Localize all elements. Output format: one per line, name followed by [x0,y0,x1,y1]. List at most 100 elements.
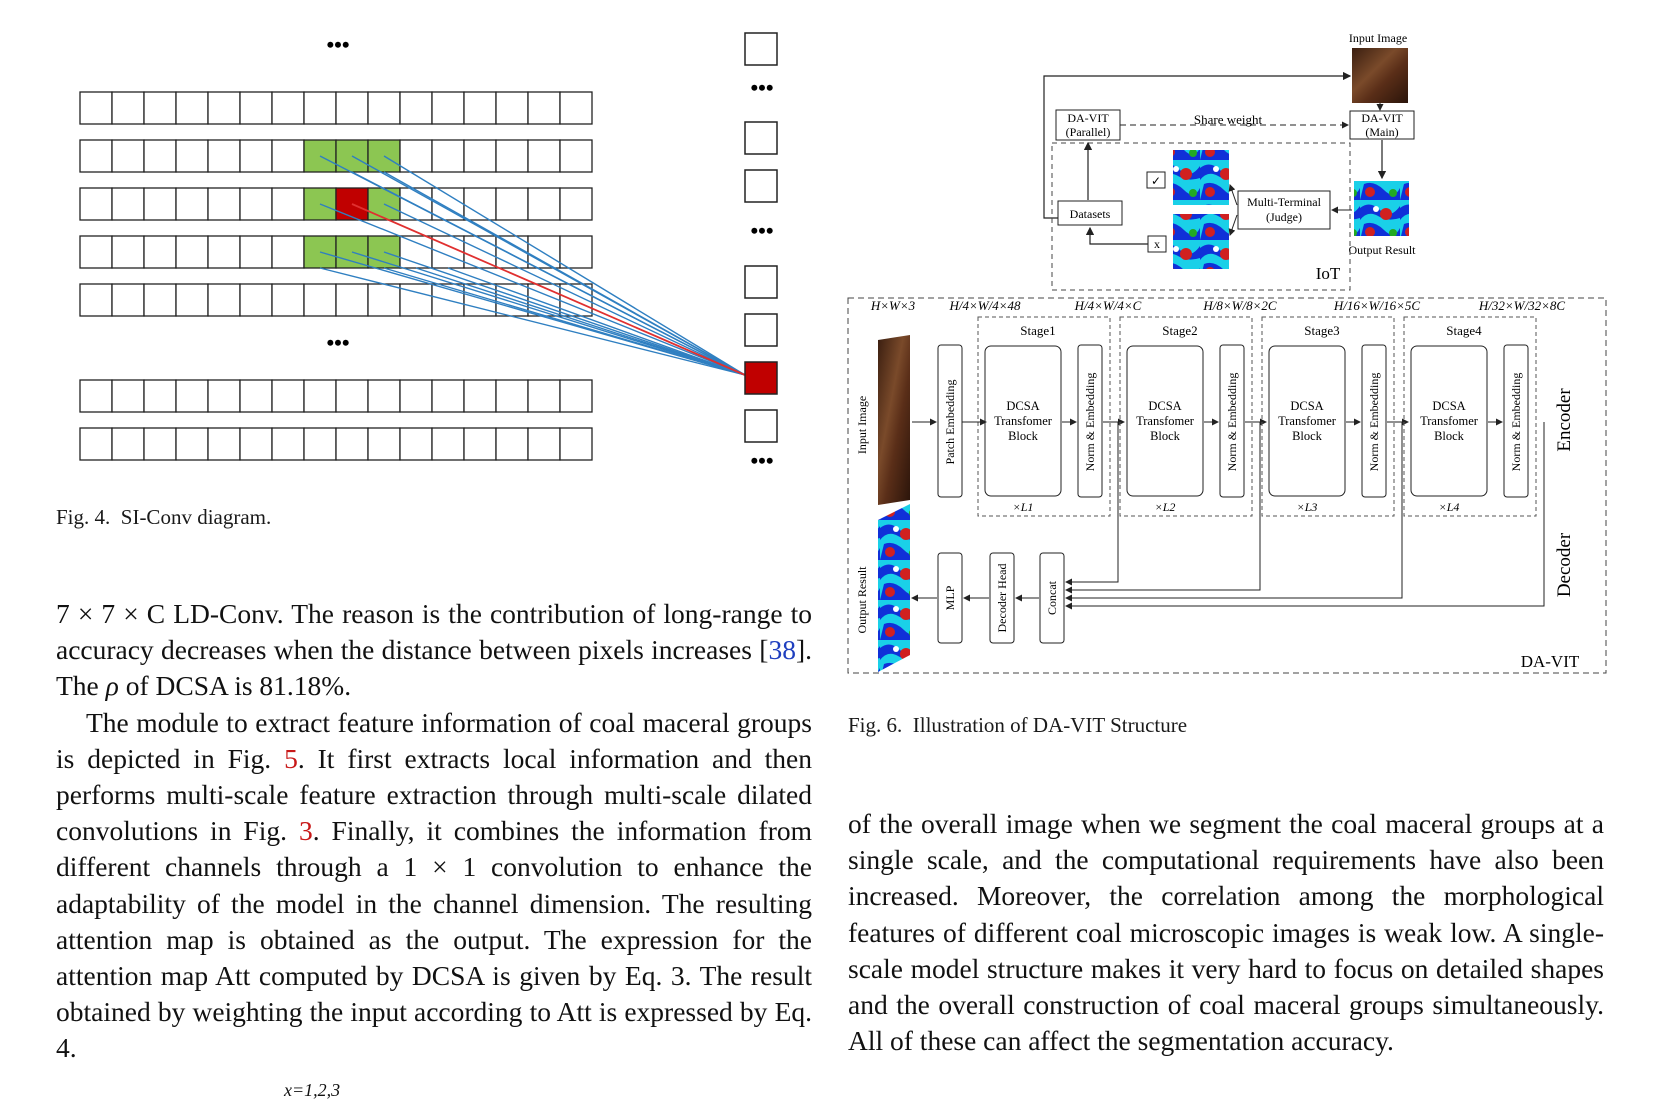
column-cell [744,409,778,443]
grid-cell [431,139,465,173]
dcsa-block-label: Transfomer [1278,414,1337,428]
ellipsis-dots: ••• [750,218,773,243]
judge-result-true-image [1173,150,1229,205]
grid-cell [207,427,241,461]
grid-cell [79,139,113,173]
equation-cutoff: x=1,2,3 [284,1080,341,1100]
concat-box [1039,552,1065,644]
check-box [1146,171,1166,189]
multi-terminal-box [1237,190,1331,230]
norm-embedding-box [1503,344,1529,498]
check-mark: ✓ [1151,174,1161,188]
connection-line [415,267,746,376]
grid-cell [495,91,529,125]
output-result-vertical-label: Output Result [855,566,869,634]
cross-mark: x [1154,237,1160,251]
grid-cell [495,139,529,173]
fig5-link[interactable]: 5 [284,742,298,774]
grid-cell [239,187,273,221]
fig6-caption-text: Illustration of DA-VIT Structure [912,713,1188,737]
paragraph-module: The module to extract feature informatio… [56,705,812,1067]
grid-cell [399,91,433,125]
da-vit-box [847,297,1607,674]
grid-cell [207,91,241,125]
center-connection-line [351,203,746,376]
stage-label: Stage4 [1446,323,1482,338]
repeat-label: ×L2 [1155,500,1176,514]
grid-cell [559,379,593,413]
grid-cell [559,235,593,269]
norm-embedding-label: Norm & Embedding [1225,373,1239,472]
decoder-head-label: Decoder Head [995,564,1009,633]
grid-cell [143,283,177,317]
grid-cell [79,379,113,413]
connection-line [383,155,746,376]
da-vit-label: DA-VIT [1521,652,1580,671]
dimension-label: H/8×W/8×2C [1202,298,1276,313]
grid-cell [111,283,145,317]
stage-box [1119,316,1253,517]
grid-cell [335,379,369,413]
repeat-label: ×L1 [1013,500,1034,514]
dimension-label: H×W×3 [870,298,916,313]
dimension-label: H/4×W/4×48 [949,298,1021,313]
stage-label: Stage2 [1162,323,1197,338]
dcsa-block-label: DCSA [1432,399,1465,413]
multi-terminal-line2: (Judge) [1266,210,1302,224]
dcsa-block-label: Block [1434,429,1465,443]
dcsa-block [1410,345,1488,497]
grid-cell [495,187,529,221]
norm-embedding-label: Norm & Embedding [1083,373,1097,472]
patch-embedding-box [937,344,963,498]
dcsa-block-label: Transfomer [1420,414,1479,428]
grid-cell [527,91,561,125]
grid-cell [175,91,209,125]
column-cell [744,32,778,66]
grid-cell [559,139,593,173]
fig3-link[interactable]: 3 [298,815,313,847]
grid-cell [463,91,497,125]
ellipsis-dots: ••• [326,32,349,57]
left-column-text: 7 × 7 × C LD-Conv. The reason is the con… [56,596,812,1067]
right-column-text: of the overall image when we segment the… [848,806,1604,1059]
stage-label: Stage3 [1304,323,1339,338]
input-image-vertical-label: Input Image [855,396,869,454]
iot-box [1051,142,1351,291]
grid-cell [175,235,209,269]
connection-line [383,203,746,376]
formula-7x7xc: 7 × 7 × C [56,598,166,629]
ellipsis-dots: ••• [326,330,349,355]
share-weight-label: Share weight [1194,112,1263,127]
repeat-label: ×L3 [1297,500,1318,514]
grid-cell [367,379,401,413]
iot-section: Input Image DA-VIT (Parallel) DA-VIT (Ma… [1043,31,1416,291]
grid-cell [111,379,145,413]
grid-cell [495,379,529,413]
fig4-caption-text: SI-Conv diagram. [120,505,272,529]
da-vit-parallel-line1: DA-VIT [1067,111,1109,125]
citation-38[interactable]: 38 [768,634,796,666]
grid-cell [79,283,113,317]
connection-line [383,267,746,376]
grid-cell [79,187,113,221]
grid-cell [463,379,497,413]
grid-cell [399,139,433,173]
grid-cell [175,427,209,461]
dcsa-block [1126,345,1204,497]
output-result-label: Output Result [1348,243,1416,257]
fig4-caption-label: Fig. 4. [56,505,111,529]
grid-cell [111,91,145,125]
grid-cell [335,283,369,317]
column-cell [744,265,778,299]
paragraph-module-part3: . Finally, it combines the information f… [56,815,812,1064]
output-result-thumbnail [1354,181,1409,236]
grid-cell [111,187,145,221]
grid-cell [527,379,561,413]
grid-cell [527,139,561,173]
mlp-box [937,552,963,644]
datasets-label: Datasets [1070,207,1111,221]
connection-line [319,203,746,376]
concat-label: Concat [1045,580,1059,615]
grid-cell [399,427,433,461]
grid-cell [239,283,273,317]
